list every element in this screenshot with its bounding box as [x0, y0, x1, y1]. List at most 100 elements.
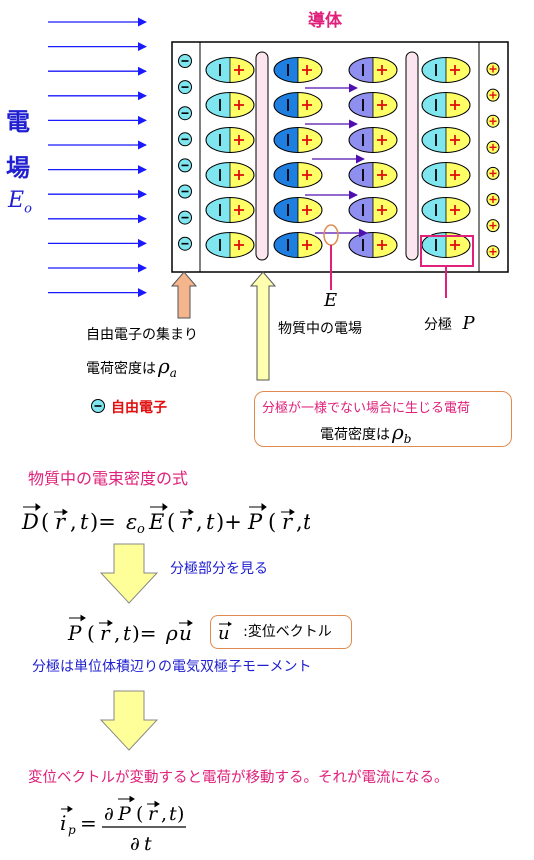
svg-text:): )	[177, 803, 184, 825]
svg-text:r: r	[282, 510, 294, 534]
svg-text:,: ,	[70, 510, 77, 534]
capsule-right	[405, 51, 419, 261]
free-electron	[178, 106, 192, 121]
equation-polarization: P ( r , t )= ρ u	[66, 612, 206, 654]
svg-text:r: r	[100, 621, 111, 645]
material-field-label: 物質中の電場	[278, 321, 362, 337]
free-electron	[178, 210, 192, 225]
field-symbol-sub: o	[24, 201, 32, 217]
positive-charge	[486, 88, 500, 102]
dipole	[205, 127, 255, 153]
positive-charge	[486, 114, 500, 128]
dipole	[273, 162, 323, 188]
dipole	[273, 127, 323, 153]
dipole	[205, 197, 255, 223]
surface-charge-arrow	[249, 271, 277, 381]
svg-text:p: p	[68, 823, 76, 837]
svg-text:u: u	[218, 623, 230, 643]
dipole	[421, 92, 471, 118]
svg-text:=: =	[80, 811, 97, 835]
conductor-title: 導体	[308, 11, 342, 31]
current-description: 変位ベクトルが変動すると電荷が移動する。それが電流になる。	[28, 770, 449, 786]
dipole	[273, 197, 323, 223]
dipole	[348, 162, 398, 188]
step-look-polarization: 分極部分を見る	[170, 561, 268, 577]
svg-text:o: o	[137, 522, 145, 537]
svg-text:∂: ∂	[130, 833, 140, 855]
svg-text:r: r	[181, 510, 193, 534]
positive-charge	[486, 166, 500, 180]
free-electron-legend-icon	[91, 399, 105, 413]
capsule-left	[255, 51, 269, 261]
dipole	[348, 92, 398, 118]
svg-text:D: D	[21, 510, 39, 534]
svg-text:t: t	[303, 510, 310, 534]
dipole	[348, 57, 398, 83]
svg-text:P: P	[247, 510, 263, 534]
positive-charge	[486, 140, 500, 154]
conductor-diagram	[48, 17, 509, 381]
displacement-vector-name: 変位ベクトル	[247, 624, 332, 640]
svg-text:t: t	[144, 833, 152, 855]
free-electron	[178, 132, 192, 147]
svg-text:t: t	[206, 510, 215, 534]
svg-text:)=: )=	[132, 621, 157, 645]
svg-text:(: (	[87, 621, 95, 645]
dipole	[273, 232, 323, 258]
svg-text:(: (	[41, 510, 49, 534]
dipole	[205, 232, 255, 258]
svg-text:E: E	[148, 510, 164, 534]
displacement-vector-label: u :変位ベクトル	[216, 619, 332, 644]
svg-text:ρ: ρ	[165, 621, 178, 645]
svg-text:ε: ε	[126, 510, 137, 534]
field-symbol-Eo: Eo	[8, 188, 32, 216]
rho-a-sub: a	[169, 365, 177, 380]
svg-text:(: (	[167, 510, 175, 534]
nonuniform-polarization-line-1: 分極が一様でない場合に生じる電荷	[262, 401, 471, 416]
field-symbol-E: E	[8, 188, 25, 213]
charge-density-a-text: 電荷密度は	[86, 361, 156, 377]
polarization-label: 分極 P	[424, 313, 475, 334]
rho-b-symbol: ρ	[392, 420, 404, 444]
free-electron	[178, 184, 192, 199]
positive-charge	[486, 62, 500, 76]
down-arrow-2	[99, 690, 159, 751]
dipole	[205, 92, 255, 118]
displacement-vector-text: :変位ベクトル	[243, 624, 332, 640]
dipole	[348, 127, 398, 153]
svg-text:P: P	[67, 621, 82, 645]
positive-charge	[486, 245, 500, 259]
free-electron	[178, 80, 192, 95]
free-cluster-label: 自由電子の集まり	[86, 327, 198, 343]
svg-text:i: i	[60, 811, 66, 835]
svg-text:∂: ∂	[104, 803, 114, 825]
svg-text:,: ,	[296, 510, 303, 534]
free-electron-legend-label: 自由電子	[111, 400, 167, 416]
field-label-char-2: 場	[6, 154, 30, 182]
dipole	[348, 232, 398, 258]
equation-polarization-svg: P ( r , t )= ρ u	[67, 614, 193, 645]
rho-a-symbol: ρ	[158, 354, 170, 378]
equation-polarization-current-svg: i p = ∂ P ( r , t ) ∂ t	[60, 795, 186, 855]
free-electron	[178, 236, 192, 251]
displacement-vector-box	[210, 615, 352, 649]
svg-text:)=: )=	[90, 510, 116, 534]
dipole	[205, 57, 255, 83]
positive-charge	[486, 219, 500, 233]
positive-charge-column	[486, 62, 500, 259]
dipole	[421, 162, 471, 188]
flux-density-heading: 物質中の電束密度の式	[28, 469, 189, 488]
free-electron	[178, 54, 192, 68]
polarization-label-text: 分極	[424, 317, 452, 333]
dipole	[273, 92, 323, 118]
free-cluster-arrow	[170, 271, 198, 319]
svg-text:r: r	[55, 510, 67, 534]
svg-text:,: ,	[196, 510, 203, 534]
free-electron	[178, 158, 192, 173]
svg-text:,: ,	[161, 803, 167, 825]
dipole-moment-description: 分極は単位体積辺りの電気双極子モーメント	[32, 659, 312, 675]
dipole	[348, 197, 398, 223]
svg-text:,: ,	[114, 621, 120, 645]
dipole	[421, 197, 471, 223]
